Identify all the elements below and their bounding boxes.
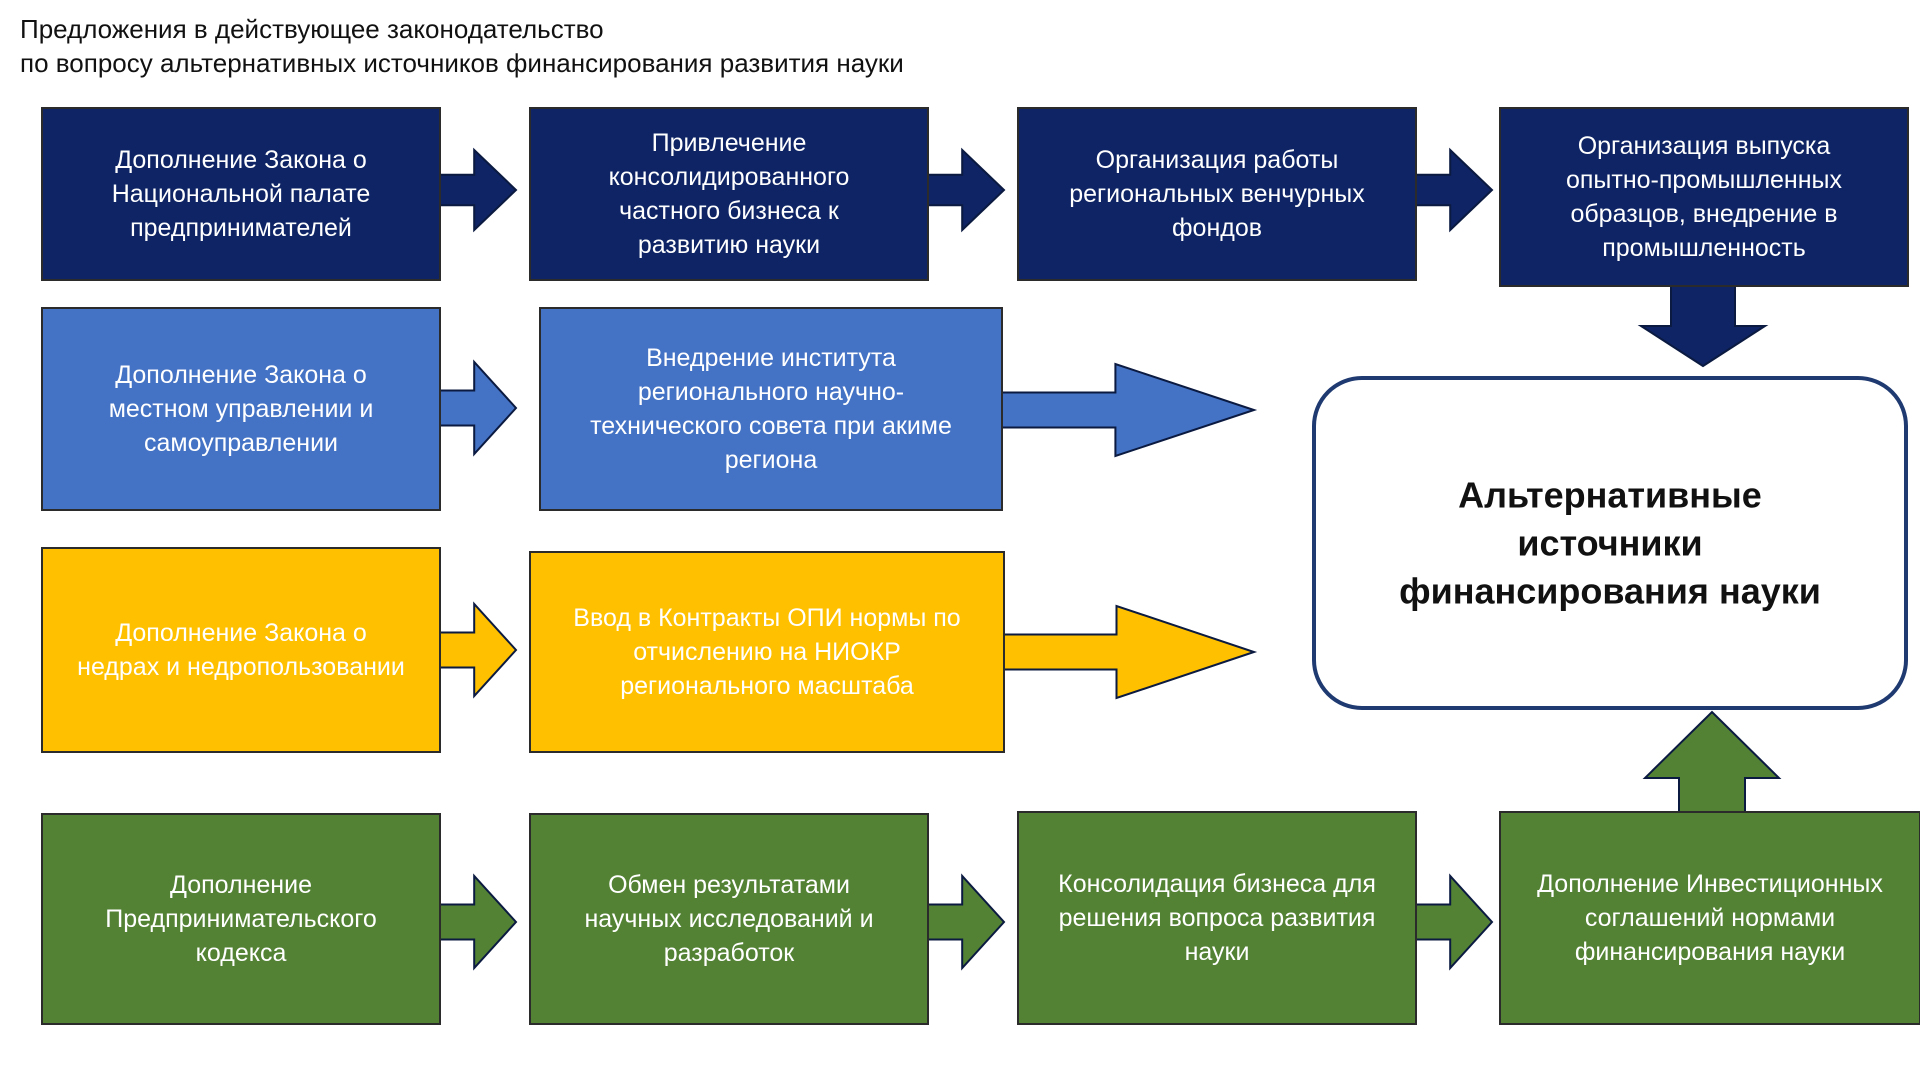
yellow-box-1-line-2: недрах и недропользовании xyxy=(77,653,405,681)
navy-arrow-3-icon xyxy=(1415,147,1494,233)
green-box-3-line-2: решения вопроса развития xyxy=(1059,904,1376,932)
yellow-arrow-1-icon xyxy=(439,601,518,699)
yellow-box-1 xyxy=(41,547,441,753)
blue-box-1-line-1: Дополнение Закона о xyxy=(115,361,367,389)
yellow-box-2-line-1: Ввод в Контракты ОПИ нормы по xyxy=(573,604,960,632)
navy-box-4-line-4: промышленность xyxy=(1602,234,1806,262)
page-title: Предложения в действующее законодательст… xyxy=(20,12,1420,80)
blue-box-1 xyxy=(41,307,441,511)
green-arrow-1-icon xyxy=(439,873,518,971)
yellow-box-1-line-1: Дополнение Закона о xyxy=(115,619,367,647)
central-box xyxy=(1312,376,1908,710)
navy-box-3-line-2: региональных венчурных xyxy=(1069,180,1365,208)
green-box-3-line-1: Консолидация бизнеса для xyxy=(1058,870,1376,898)
navy-arrow-1-icon xyxy=(439,147,518,233)
green-box-3 xyxy=(1017,811,1417,1025)
green-box-2-line-1: Обмен результатами xyxy=(608,871,850,899)
navy-box-1 xyxy=(41,107,441,281)
yellow-box-2-line-2: отчислению на НИОКР xyxy=(633,638,901,666)
navy-box-2-line-2: консолидированного xyxy=(609,163,850,191)
navy-box-4-line-2: опытно-промышленных xyxy=(1566,166,1843,194)
navy-box-2-line-3: частного бизнеса к xyxy=(619,197,840,225)
navy-box-1-line-1: Дополнение Закона о xyxy=(115,146,367,174)
central-box-line-2: источники xyxy=(1517,523,1702,564)
page-title-line-1: Предложения в действующее законодательст… xyxy=(20,14,604,44)
down-arrow-to-center-icon xyxy=(1637,281,1769,368)
green-box-1-line-3: кодекса xyxy=(196,939,287,967)
navy-box-3 xyxy=(1017,107,1417,281)
green-box-1 xyxy=(41,813,441,1025)
green-box-1-line-2: Предпринимательского xyxy=(105,905,376,933)
navy-box-1-line-3: предпринимателей xyxy=(130,214,352,242)
navy-box-3-line-1: Организация работы xyxy=(1096,146,1339,174)
central-box-line-1: Альтернативные xyxy=(1458,475,1762,516)
yellow-box-2 xyxy=(529,551,1005,753)
navy-box-4-line-3: образцов, внедрение в xyxy=(1570,200,1837,228)
green-box-2-line-2: научных исследований и xyxy=(584,905,873,933)
green-arrow-3-icon xyxy=(1415,873,1494,971)
up-arrow-to-center-icon xyxy=(1642,710,1782,813)
green-box-4-line-1: Дополнение Инвестиционных xyxy=(1537,870,1883,898)
green-box-4-line-2: соглашений нормами xyxy=(1585,904,1835,932)
page-title-line-2: по вопросу альтернативных источников фин… xyxy=(20,48,904,78)
green-box-1-line-1: Дополнение xyxy=(170,871,312,899)
green-box-2-line-3: разработок xyxy=(664,939,796,967)
navy-box-2 xyxy=(529,107,929,281)
navy-box-2-line-4: развитию науки xyxy=(638,231,820,259)
navy-arrow-2-icon xyxy=(927,147,1006,233)
green-box-4-line-3: финансирования науки xyxy=(1575,938,1845,966)
green-box-2 xyxy=(529,813,929,1025)
blue-box-2 xyxy=(539,307,1003,511)
navy-box-1-line-2: Национальной палате xyxy=(112,180,371,208)
green-box-3-line-3: науки xyxy=(1185,938,1250,966)
blue-box-2-line-4: региона xyxy=(725,446,818,474)
blue-box-2-line-1: Внедрение института xyxy=(646,344,896,372)
green-arrow-2-icon xyxy=(927,873,1006,971)
blue-box-1-line-3: самоуправлении xyxy=(144,429,338,457)
blue-box-2-line-2: регионального научно- xyxy=(638,378,904,406)
yellow-box-2-line-3: регионального масштаба xyxy=(620,672,914,700)
blue-box-2-line-3: технического совета при акиме xyxy=(590,412,952,440)
blue-arrow-2-icon xyxy=(1001,362,1258,458)
yellow-arrow-2-icon xyxy=(1003,604,1258,700)
central-box-line-3: финансирования науки xyxy=(1399,571,1821,612)
navy-box-3-line-3: фондов xyxy=(1172,214,1262,242)
navy-box-2-line-1: Привлечение xyxy=(652,129,807,157)
navy-box-4-line-1: Организация выпуска xyxy=(1578,132,1831,160)
green-box-4 xyxy=(1499,811,1920,1025)
blue-box-1-line-2: местном управлении и xyxy=(109,395,374,423)
blue-arrow-1-icon xyxy=(439,359,518,457)
navy-box-4 xyxy=(1499,107,1909,287)
